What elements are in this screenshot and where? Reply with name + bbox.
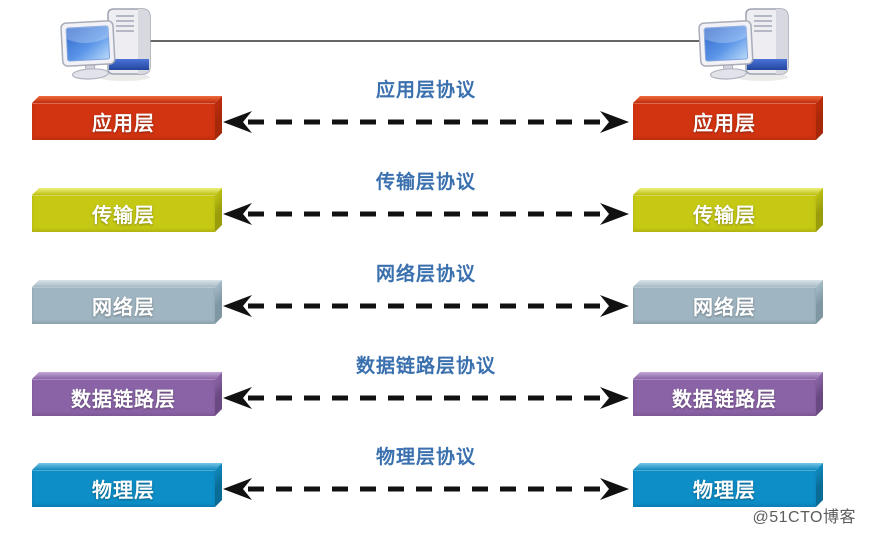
protocol-label: 应用层协议 xyxy=(375,80,476,101)
protocol-label: 数据链路层协议 xyxy=(355,356,496,377)
layer-row-application: 应用层协议 应用层 应用层 xyxy=(0,80,870,148)
layer-name: 应用层 xyxy=(693,113,756,135)
protocol-label: 传输层协议 xyxy=(375,172,476,193)
dashed-double-arrow-icon xyxy=(222,293,630,319)
protocol-label: 物理层协议 xyxy=(375,447,476,468)
layer-name: 数据链路层 xyxy=(672,389,777,411)
layer-box-right: 传输层 xyxy=(633,195,816,232)
layer-name: 网络层 xyxy=(693,297,756,319)
layer-box-left: 物理层 xyxy=(32,470,215,507)
layer-box-left: 传输层 xyxy=(32,195,215,232)
layer-box-left: 网络层 xyxy=(32,287,215,324)
layer-box-right: 网络层 xyxy=(633,287,816,324)
dashed-double-arrow-icon xyxy=(222,201,630,227)
layer-box-right: 物理层 xyxy=(633,470,816,507)
dashed-double-arrow-icon xyxy=(222,385,630,411)
layer-name: 物理层 xyxy=(693,480,756,502)
layer-name: 传输层 xyxy=(92,205,155,227)
layer-box-left: 应用层 xyxy=(32,103,215,140)
layer-name: 网络层 xyxy=(92,297,155,319)
protocol-label: 网络层协议 xyxy=(375,264,476,285)
computer-icon xyxy=(58,4,168,82)
computer-icon xyxy=(696,4,806,82)
layer-box-left: 数据链路层 xyxy=(32,379,215,416)
layer-box-right: 数据链路层 xyxy=(633,379,816,416)
layer-row-network: 网络层协议 网络层 网络层 xyxy=(0,264,870,332)
layer-box-right: 应用层 xyxy=(633,103,816,140)
layer-row-datalink: 数据链路层协议 数据链路层 数据链路层 xyxy=(0,356,870,424)
layer-row-transport: 传输层协议 传输层 传输层 xyxy=(0,172,870,240)
host-connection-line xyxy=(148,40,708,42)
watermark: @51CTO博客 xyxy=(752,509,856,526)
layer-name: 物理层 xyxy=(92,480,155,502)
layer-row-physical: 物理层协议 物理层 物理层 xyxy=(0,447,870,515)
dashed-double-arrow-icon xyxy=(222,476,630,502)
layer-name: 传输层 xyxy=(693,205,756,227)
dashed-double-arrow-icon xyxy=(222,109,630,135)
layer-name: 数据链路层 xyxy=(71,389,176,411)
layer-name: 应用层 xyxy=(92,113,155,135)
